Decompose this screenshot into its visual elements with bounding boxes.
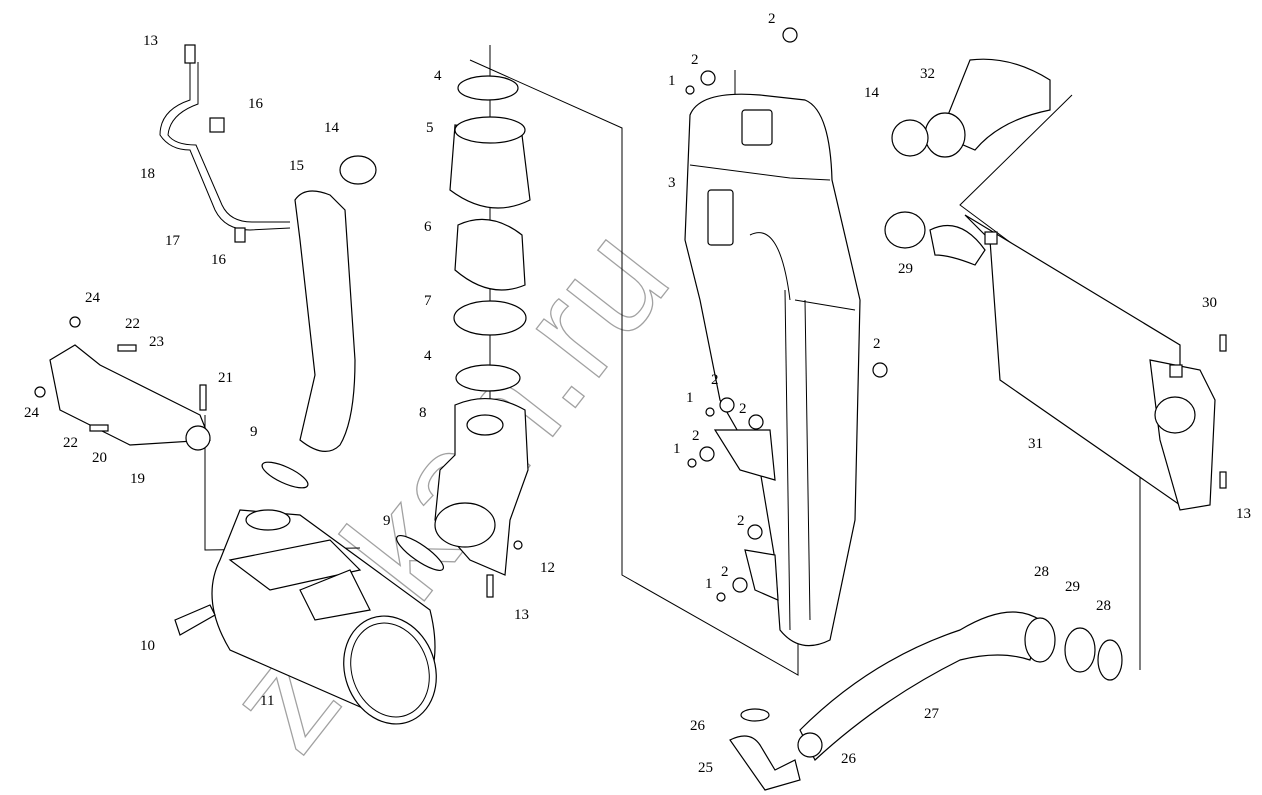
callout: 23 <box>149 334 164 350</box>
callout: 11 <box>260 693 274 709</box>
callout: 31 <box>1028 436 1043 452</box>
parts-25-28-lower-pipe <box>729 611 1123 791</box>
callout: 24 <box>85 290 101 306</box>
part-3-intake-housing <box>684 93 861 647</box>
callout: 15 <box>289 158 304 174</box>
callout: 5 <box>426 120 434 136</box>
callout: 2 <box>737 513 745 529</box>
callout: 1 <box>686 390 694 406</box>
callout: 1 <box>673 441 681 457</box>
callout: 4 <box>424 348 432 364</box>
callout: 26 <box>690 718 706 734</box>
callout: 13 <box>143 33 158 49</box>
callout: 2 <box>739 401 747 417</box>
callout: 14 <box>324 120 340 136</box>
grommets <box>685 27 888 602</box>
callout: 21 <box>218 370 233 386</box>
callout: 22 <box>125 316 140 332</box>
callout: 17 <box>165 233 181 249</box>
callout: 29 <box>898 261 913 277</box>
callout: 13 <box>1236 506 1251 522</box>
callout: 2 <box>691 52 699 68</box>
callout: 1 <box>668 73 676 89</box>
callout: 13 <box>514 607 529 623</box>
callout: 27 <box>924 706 940 722</box>
callout: 2 <box>768 11 776 27</box>
callout: 16 <box>248 96 264 112</box>
callout: 26 <box>841 751 857 767</box>
callout: 29 <box>1065 579 1080 595</box>
callout: 3 <box>668 175 676 191</box>
callout: 7 <box>424 293 432 309</box>
callout: 2 <box>721 564 729 580</box>
callout: 22 <box>63 435 78 451</box>
callout: 1 <box>705 576 713 592</box>
callout: 14 <box>864 85 880 101</box>
callout: 10 <box>140 638 155 654</box>
part-15-intake-hose <box>294 155 377 452</box>
callout: 9 <box>250 424 258 440</box>
parts-29-32-intercooler <box>884 58 1227 511</box>
callout: 16 <box>211 252 227 268</box>
callout: 25 <box>698 760 713 776</box>
callout: 32 <box>920 66 935 82</box>
callout: 28 <box>1034 564 1049 580</box>
callout: 12 <box>540 560 555 576</box>
callout: 18 <box>140 166 155 182</box>
callout: 8 <box>419 405 427 421</box>
parts-16-18-breather-pipe <box>159 44 291 243</box>
callout: 2 <box>873 336 881 352</box>
parts-4-8-duct-stack <box>434 75 531 598</box>
callout: 6 <box>424 219 432 235</box>
parts-19-24-bracket <box>34 316 211 451</box>
callout: 9 <box>383 513 391 529</box>
part-11-air-filter <box>174 461 444 725</box>
callout: 2 <box>711 372 719 388</box>
callout: 30 <box>1202 295 1217 311</box>
callout: 28 <box>1096 598 1111 614</box>
callout: 19 <box>130 471 145 487</box>
callout: 4 <box>434 68 442 84</box>
callout: 24 <box>24 405 40 421</box>
callout: 20 <box>92 450 107 466</box>
callout-labels: 13 16 18 17 16 15 14 24 22 23 24 22 20 1… <box>24 11 1251 776</box>
callout: 2 <box>692 428 700 444</box>
